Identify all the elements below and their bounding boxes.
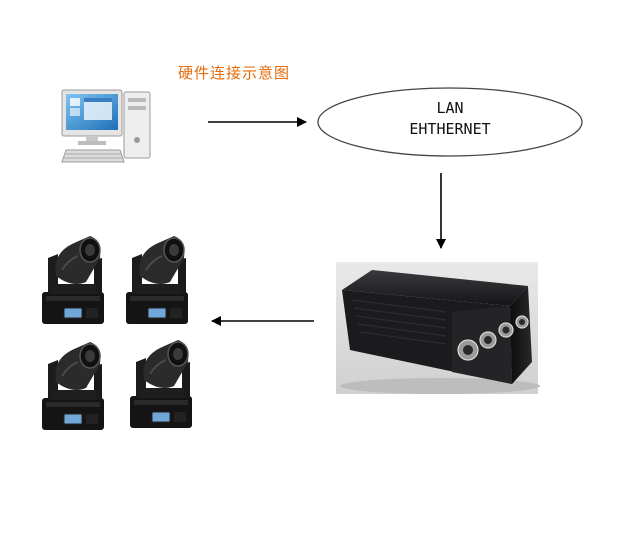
dmx-controller-box-icon — [336, 262, 540, 394]
moving-head-light-icon — [41, 235, 105, 325]
moving-head-light-icon — [41, 341, 105, 431]
moving-head-light-icon — [125, 235, 189, 325]
network-label: LAN EHTHERNET — [318, 98, 582, 140]
network-label-ethernet: EHTHERNET — [409, 120, 491, 138]
network-ellipse — [317, 87, 583, 157]
moving-head-light-icon — [129, 339, 193, 429]
network-label-lan: LAN — [436, 99, 464, 117]
diagram-title: 硬件连接示意图 — [178, 64, 291, 82]
desktop-computer-icon — [61, 89, 151, 163]
